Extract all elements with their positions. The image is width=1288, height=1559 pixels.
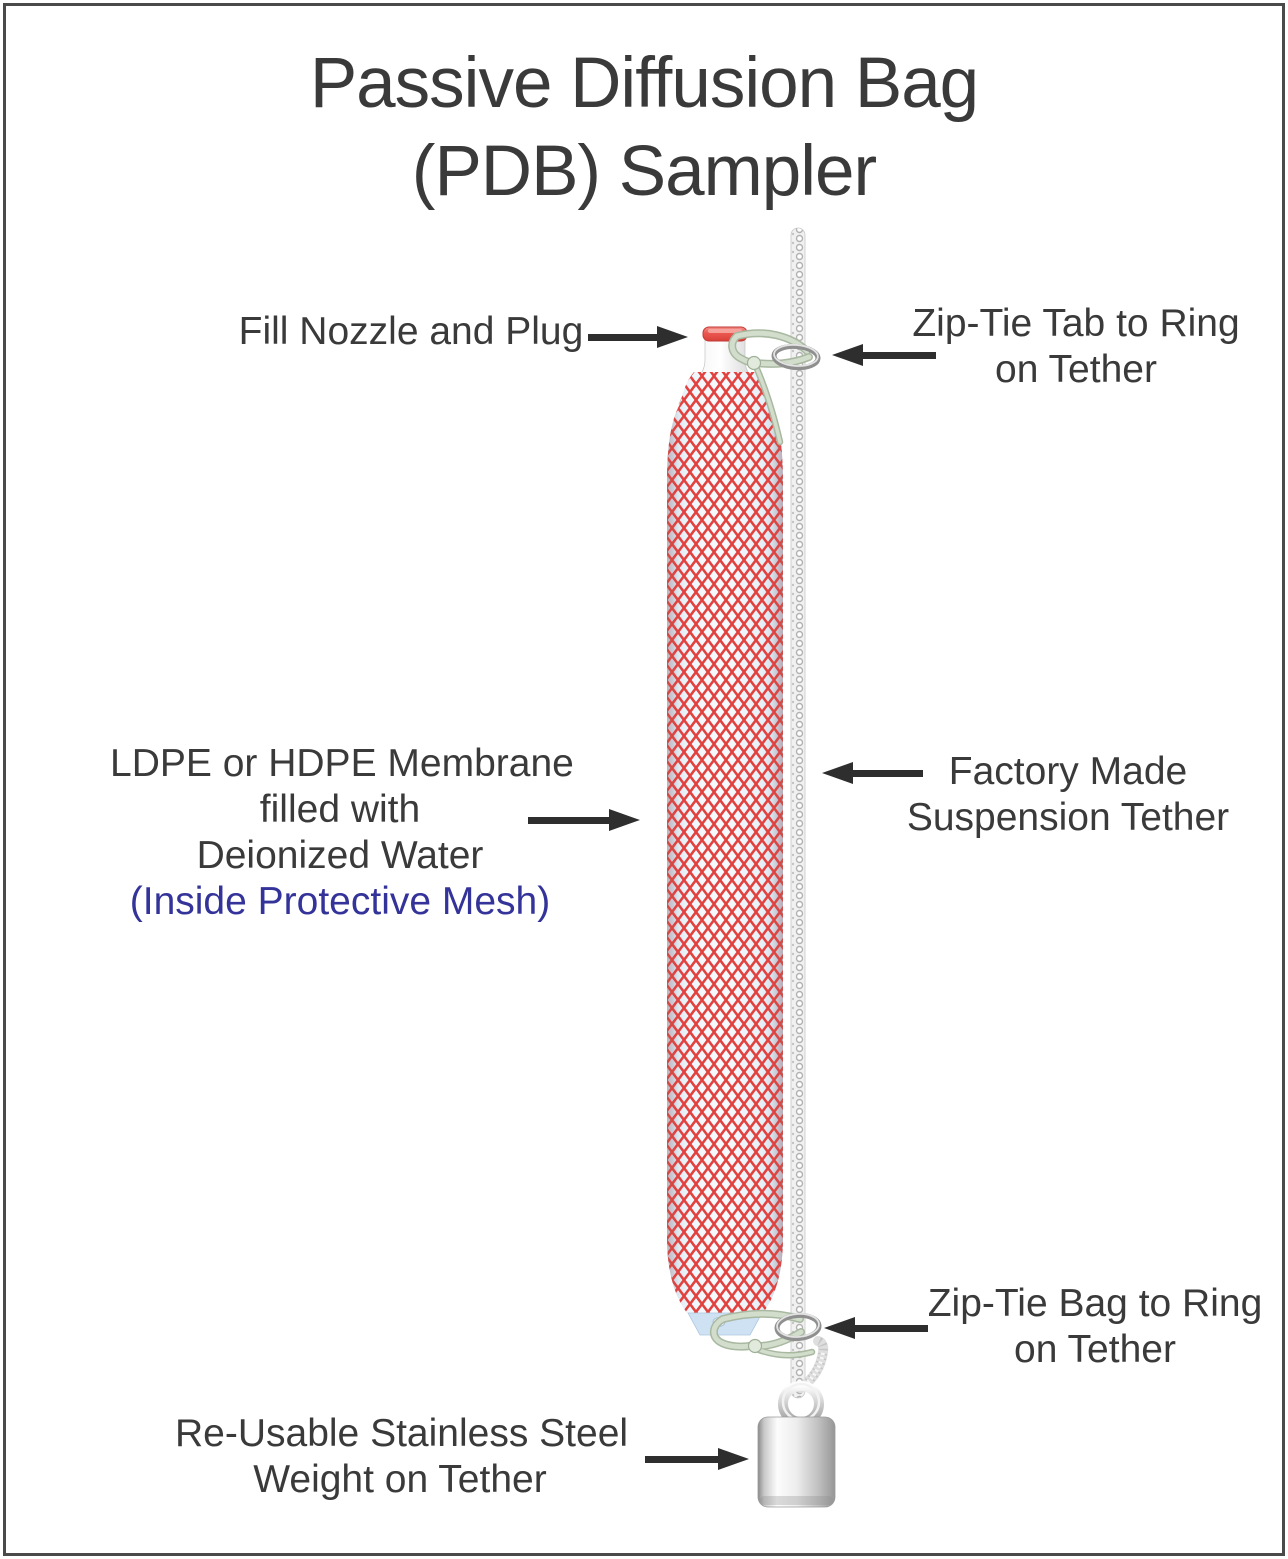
label-fill-nozzle-line1: Fill Nozzle and Plug: [238, 310, 584, 353]
tether-ring-top: [771, 343, 821, 371]
label-membrane-line4: (Inside Protective Mesh): [129, 880, 551, 923]
label-weight-line1: Re-Usable Stainless Steel: [175, 1412, 629, 1455]
label-zip-tie-bag-line1: Zip-Tie Bag to Ring: [927, 1282, 1263, 1325]
label-zip-tie-bag-line2: on Tether: [1014, 1328, 1176, 1371]
label-factory-tether: Factory Made Suspension Tether: [888, 749, 1248, 841]
label-membrane: LDPE or HDPE Membrane filled with Deioni…: [110, 741, 574, 925]
label-zip-tie-bag: Zip-Tie Bag to Ring on Tether: [915, 1281, 1275, 1373]
arrow-zip-tie-tab: [832, 344, 936, 366]
suspension-tether: [790, 227, 806, 1399]
page-title: Passive Diffusion Bag (PDB) Sampler: [6, 40, 1282, 216]
label-membrane-line1: LDPE or HDPE Membrane: [110, 742, 574, 785]
mesh-bag: [667, 372, 783, 1313]
tether-ring-bottom: [774, 1312, 822, 1342]
steel-weight: [757, 1416, 836, 1508]
label-zip-tie-tab-line2: on Tether: [995, 348, 1157, 391]
page-title-line1: Passive Diffusion Bag: [309, 44, 979, 123]
label-membrane-line3: Deionized Water: [196, 834, 484, 877]
label-weight-line2: Weight on Tether: [253, 1458, 547, 1501]
label-zip-tie-tab: Zip-Tie Tab to Ring on Tether: [896, 301, 1256, 393]
label-fill-nozzle: Fill Nozzle and Plug: [211, 309, 611, 355]
label-membrane-line2: filled with: [259, 788, 421, 831]
arrow-membrane: [528, 809, 640, 831]
pdb-sampler-illustration: [667, 227, 836, 1508]
label-zip-tie-tab-line1: Zip-Tie Tab to Ring: [912, 302, 1240, 345]
label-weight: Re-Usable Stainless Steel Weight on Teth…: [175, 1411, 629, 1503]
label-factory-tether-line2: Suspension Tether: [906, 796, 1230, 839]
arrow-fill-nozzle: [588, 326, 688, 348]
tether-tail: [796, 1336, 829, 1393]
page-title-line2: (PDB) Sampler: [411, 132, 877, 211]
diagram-page: Passive Diffusion Bag (PDB) Sampler: [3, 3, 1285, 1556]
arrow-zip-tie-bag: [824, 1317, 928, 1339]
arrow-factory-tether: [822, 762, 923, 784]
label-factory-tether-line1: Factory Made: [948, 750, 1188, 793]
arrow-weight: [645, 1448, 749, 1470]
